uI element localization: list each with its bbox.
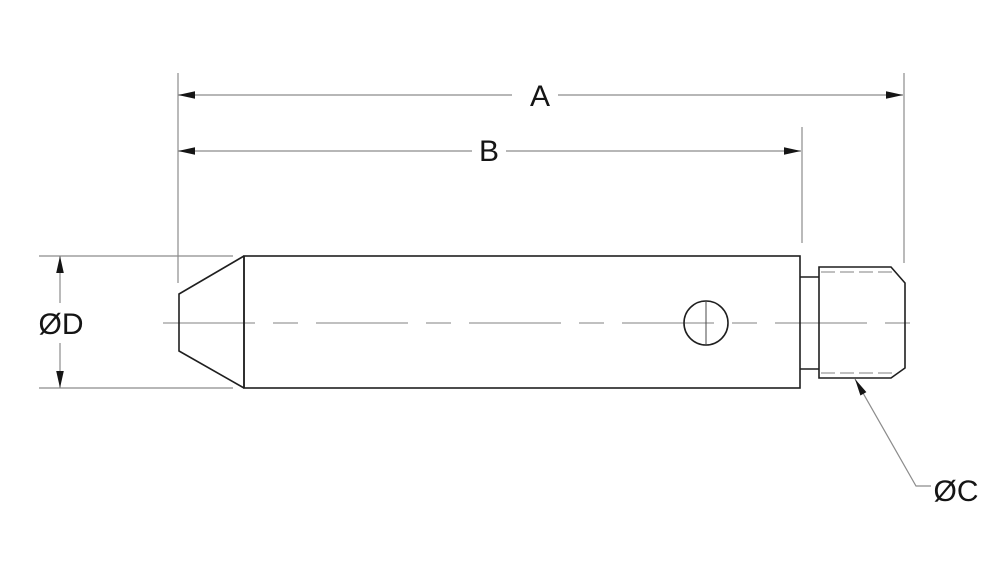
- dimension-a: A: [178, 80, 903, 113]
- arrowhead-d-bottom: [56, 371, 64, 388]
- leader-c-line: [854, 378, 931, 487]
- arrowhead-b-left: [178, 147, 195, 155]
- pin-outline: [178, 255, 906, 389]
- arrowhead-c-leader: [855, 379, 867, 396]
- pin-body: [243, 255, 801, 389]
- dimension-a-label: A: [530, 80, 550, 113]
- leader-c: ØC: [854, 378, 979, 508]
- arrowhead-a-right: [886, 91, 903, 99]
- nose-cone-profile: [178, 255, 245, 389]
- arrowhead-d-top: [56, 256, 64, 273]
- dimension-b: B: [178, 135, 801, 168]
- arrowhead-b-right: [784, 147, 801, 155]
- dimension-b-label: B: [479, 135, 499, 168]
- diameter-c-label: ØC: [934, 475, 979, 508]
- dimension-d: ØD: [39, 256, 84, 388]
- threaded-stud-outline: [818, 266, 906, 379]
- extension-lines: [39, 73, 905, 389]
- arrowhead-a-left: [178, 91, 195, 99]
- diameter-d-label: ØD: [39, 308, 84, 341]
